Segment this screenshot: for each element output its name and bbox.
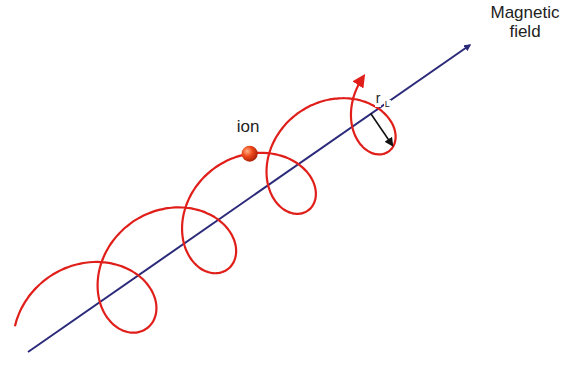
radius-symbol: r (375, 91, 382, 106)
ion-label: ion (236, 118, 261, 137)
radius-subscript: L (384, 100, 391, 110)
field-line (28, 45, 470, 352)
larmor-radius-arrow (371, 113, 393, 145)
ion-sphere (242, 146, 258, 162)
ion-trajectory (15, 77, 396, 332)
field-label: Magnetic field (478, 4, 572, 41)
